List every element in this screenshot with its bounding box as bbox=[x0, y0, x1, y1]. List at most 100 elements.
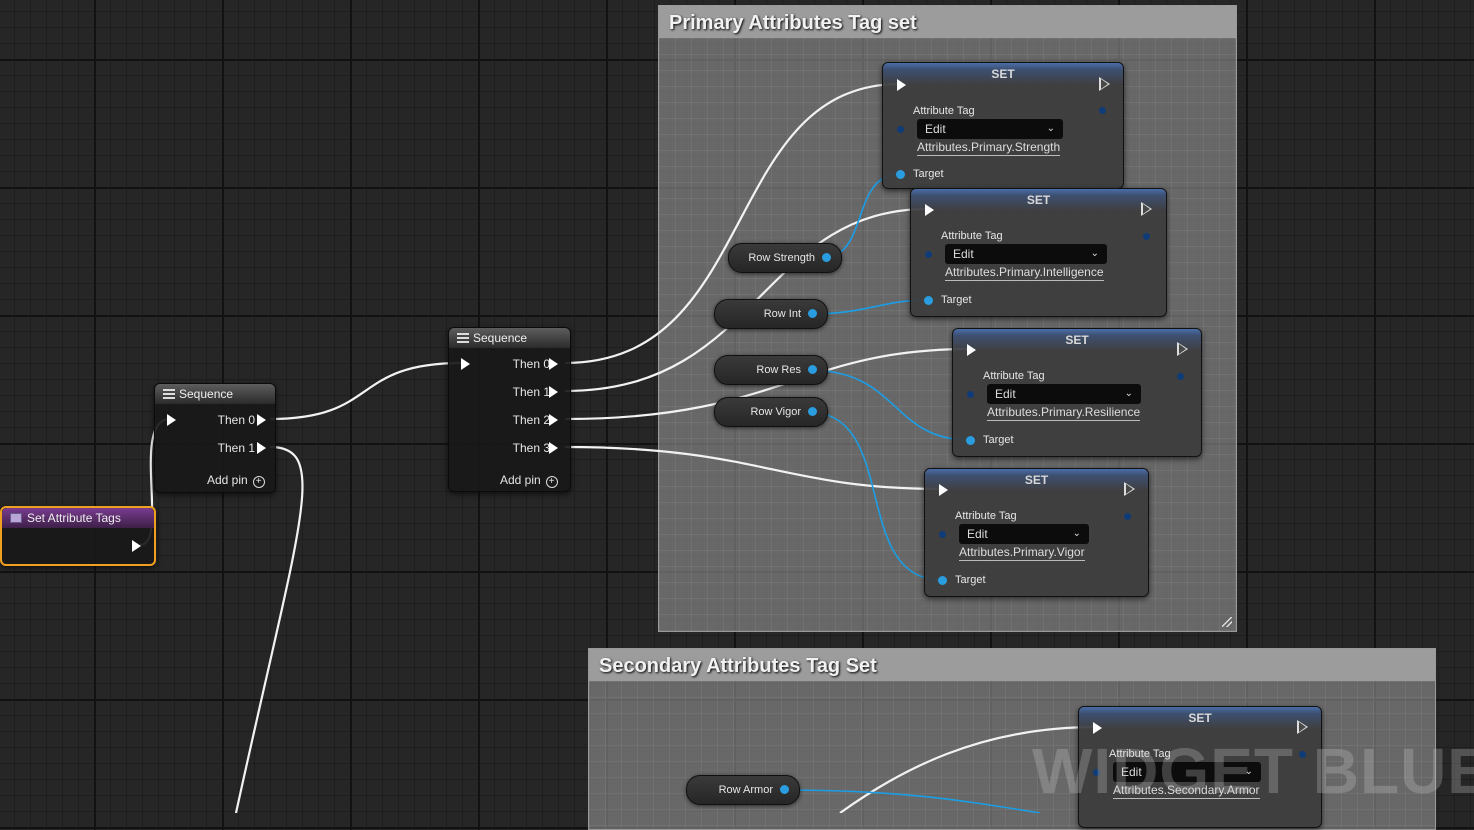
exec-in-pin[interactable] bbox=[925, 204, 934, 216]
exec-out-pin[interactable] bbox=[132, 540, 141, 552]
chevron-down-icon: ⌄ bbox=[1072, 528, 1081, 539]
exec-out-pin[interactable] bbox=[1297, 720, 1308, 734]
then-3-label: Then 3 bbox=[512, 441, 550, 455]
then-0-label: Then 0 bbox=[217, 413, 255, 427]
exec-in-pin[interactable] bbox=[939, 484, 948, 496]
chevron-down-icon: ⌄ bbox=[1090, 248, 1099, 259]
sequence-node-1[interactable]: Sequence Then 0 Then 1 Add pin+ bbox=[154, 383, 276, 493]
row-armor-output-pin[interactable] bbox=[780, 785, 789, 794]
function-icon bbox=[10, 513, 22, 523]
target-input-pin[interactable] bbox=[896, 170, 905, 179]
target-input-pin[interactable] bbox=[966, 436, 975, 445]
exec-in-pin[interactable] bbox=[1093, 722, 1102, 734]
set-node-intelligence[interactable]: SET Attribute Tag Edit⌄ Attributes.Prima… bbox=[910, 188, 1167, 317]
plus-circle-icon: + bbox=[545, 476, 558, 488]
then-0-pin[interactable] bbox=[257, 414, 266, 426]
set-attribute-tags-header[interactable]: Set Attribute Tags bbox=[2, 508, 154, 528]
then-2-pin[interactable] bbox=[549, 414, 558, 426]
sequence-2-header[interactable]: Sequence bbox=[449, 328, 570, 348]
exec-in-pin[interactable] bbox=[167, 414, 176, 426]
target-label: Target bbox=[955, 574, 986, 586]
exec-out-pin[interactable] bbox=[1124, 482, 1135, 496]
then-1-pin[interactable] bbox=[257, 442, 266, 454]
resize-handle-icon[interactable] bbox=[1222, 617, 1232, 627]
attribute-tag-value[interactable]: Attributes.Secondary.Armor bbox=[1113, 783, 1260, 799]
attribute-tag-value[interactable]: Attributes.Primary.Resilience bbox=[987, 405, 1141, 421]
attribute-tag-label: Attribute Tag bbox=[983, 370, 1045, 382]
attribute-tag-output-pin[interactable] bbox=[1124, 513, 1131, 520]
plus-circle-icon: + bbox=[252, 476, 265, 488]
attribute-tag-input-pin[interactable] bbox=[939, 531, 946, 538]
attribute-tag-input-pin[interactable] bbox=[897, 126, 904, 133]
attribute-tag-output-pin[interactable] bbox=[1099, 107, 1106, 114]
sequence-icon bbox=[457, 333, 469, 343]
attribute-tag-label: Attribute Tag bbox=[1109, 748, 1171, 760]
add-pin-button[interactable]: Add pin+ bbox=[207, 473, 265, 488]
set-node-header[interactable]: SET bbox=[925, 469, 1148, 491]
set-attribute-tags-node[interactable]: Set Attribute Tags bbox=[0, 506, 156, 566]
attribute-tag-label: Attribute Tag bbox=[913, 105, 975, 117]
exec-in-pin[interactable] bbox=[967, 344, 976, 356]
row-res-getter[interactable]: Row Res bbox=[714, 355, 828, 385]
target-input-pin[interactable] bbox=[924, 296, 933, 305]
attribute-tag-input-pin[interactable] bbox=[1093, 769, 1100, 776]
row-strength-label: Row Strength bbox=[748, 252, 815, 264]
edit-dropdown-label: Edit bbox=[925, 122, 946, 136]
set-node-header[interactable]: SET bbox=[883, 63, 1123, 85]
exec-in-pin[interactable] bbox=[461, 358, 470, 370]
then-3-pin[interactable] bbox=[549, 442, 558, 454]
add-pin-label: Add pin bbox=[500, 473, 541, 487]
attribute-tag-value[interactable]: Attributes.Primary.Intelligence bbox=[945, 265, 1104, 281]
attribute-tag-value[interactable]: Attributes.Primary.Vigor bbox=[959, 545, 1085, 561]
attribute-tag-input-pin[interactable] bbox=[967, 391, 974, 398]
sequence-1-header[interactable]: Sequence bbox=[155, 384, 275, 404]
row-armor-getter[interactable]: Row Armor bbox=[686, 775, 800, 805]
exec-in-pin[interactable] bbox=[897, 79, 906, 91]
row-int-getter[interactable]: Row Int bbox=[714, 299, 828, 329]
chevron-down-icon: ⌄ bbox=[1124, 388, 1133, 399]
widget-blueprint-watermark: WIDGET BLUEPRI bbox=[1032, 735, 1474, 807]
sequence-node-2[interactable]: Sequence Then 0 Then 1 Then 2 Then 3 Add… bbox=[448, 327, 571, 492]
exec-out-pin[interactable] bbox=[1099, 77, 1110, 91]
set-node-resilience[interactable]: SET Attribute Tag Edit⌄ Attributes.Prima… bbox=[952, 328, 1202, 457]
row-strength-getter[interactable]: Row Strength bbox=[728, 243, 842, 273]
edit-dropdown[interactable]: Edit⌄ bbox=[959, 524, 1089, 544]
attribute-tag-output-pin[interactable] bbox=[1177, 373, 1184, 380]
sequence-icon bbox=[163, 389, 175, 399]
set-node-header[interactable]: SET bbox=[911, 189, 1166, 211]
edit-dropdown[interactable]: Edit⌄ bbox=[945, 244, 1107, 264]
edit-dropdown[interactable]: Edit⌄ bbox=[1113, 762, 1261, 782]
row-vigor-getter[interactable]: Row Vigor bbox=[714, 397, 828, 427]
row-res-output-pin[interactable] bbox=[808, 365, 817, 374]
set-attribute-tags-title: Set Attribute Tags bbox=[27, 511, 121, 525]
set-node-armor[interactable]: SET Attribute Tag Edit⌄ Attributes.Secon… bbox=[1078, 706, 1322, 828]
then-0-label: Then 0 bbox=[512, 357, 550, 371]
row-res-label: Row Res bbox=[756, 364, 801, 376]
edit-dropdown[interactable]: Edit ⌄ bbox=[917, 119, 1063, 139]
chevron-down-icon: ⌄ bbox=[1046, 123, 1055, 134]
attribute-tag-input-pin[interactable] bbox=[925, 251, 932, 258]
attribute-tag-label: Attribute Tag bbox=[955, 510, 1017, 522]
primary-comment-title[interactable]: Primary Attributes Tag set bbox=[659, 6, 1236, 38]
attribute-tag-value[interactable]: Attributes.Primary.Strength bbox=[917, 140, 1061, 156]
add-pin-button[interactable]: Add pin + bbox=[500, 473, 558, 488]
exec-out-pin[interactable] bbox=[1141, 202, 1152, 216]
row-vigor-label: Row Vigor bbox=[750, 406, 801, 418]
set-node-header[interactable]: SET bbox=[1079, 707, 1321, 729]
edit-dropdown[interactable]: Edit⌄ bbox=[987, 384, 1141, 404]
set-node-strength[interactable]: SET Attribute Tag Edit ⌄ Attributes.Prima… bbox=[882, 62, 1124, 189]
edit-dropdown-label: Edit bbox=[1121, 765, 1142, 779]
target-label: Target bbox=[941, 294, 972, 306]
exec-out-pin[interactable] bbox=[1177, 342, 1188, 356]
set-node-header[interactable]: SET bbox=[953, 329, 1201, 351]
then-1-pin[interactable] bbox=[549, 386, 558, 398]
set-node-vigor[interactable]: SET Attribute Tag Edit⌄ Attributes.Prima… bbox=[924, 468, 1149, 597]
attribute-tag-output-pin[interactable] bbox=[1299, 751, 1306, 758]
then-0-pin[interactable] bbox=[549, 358, 558, 370]
attribute-tag-output-pin[interactable] bbox=[1143, 233, 1150, 240]
secondary-comment-title[interactable]: Secondary Attributes Tag Set bbox=[589, 649, 1435, 681]
target-input-pin[interactable] bbox=[938, 576, 947, 585]
row-strength-output-pin[interactable] bbox=[822, 253, 831, 262]
row-int-output-pin[interactable] bbox=[808, 309, 817, 318]
row-vigor-output-pin[interactable] bbox=[808, 407, 817, 416]
